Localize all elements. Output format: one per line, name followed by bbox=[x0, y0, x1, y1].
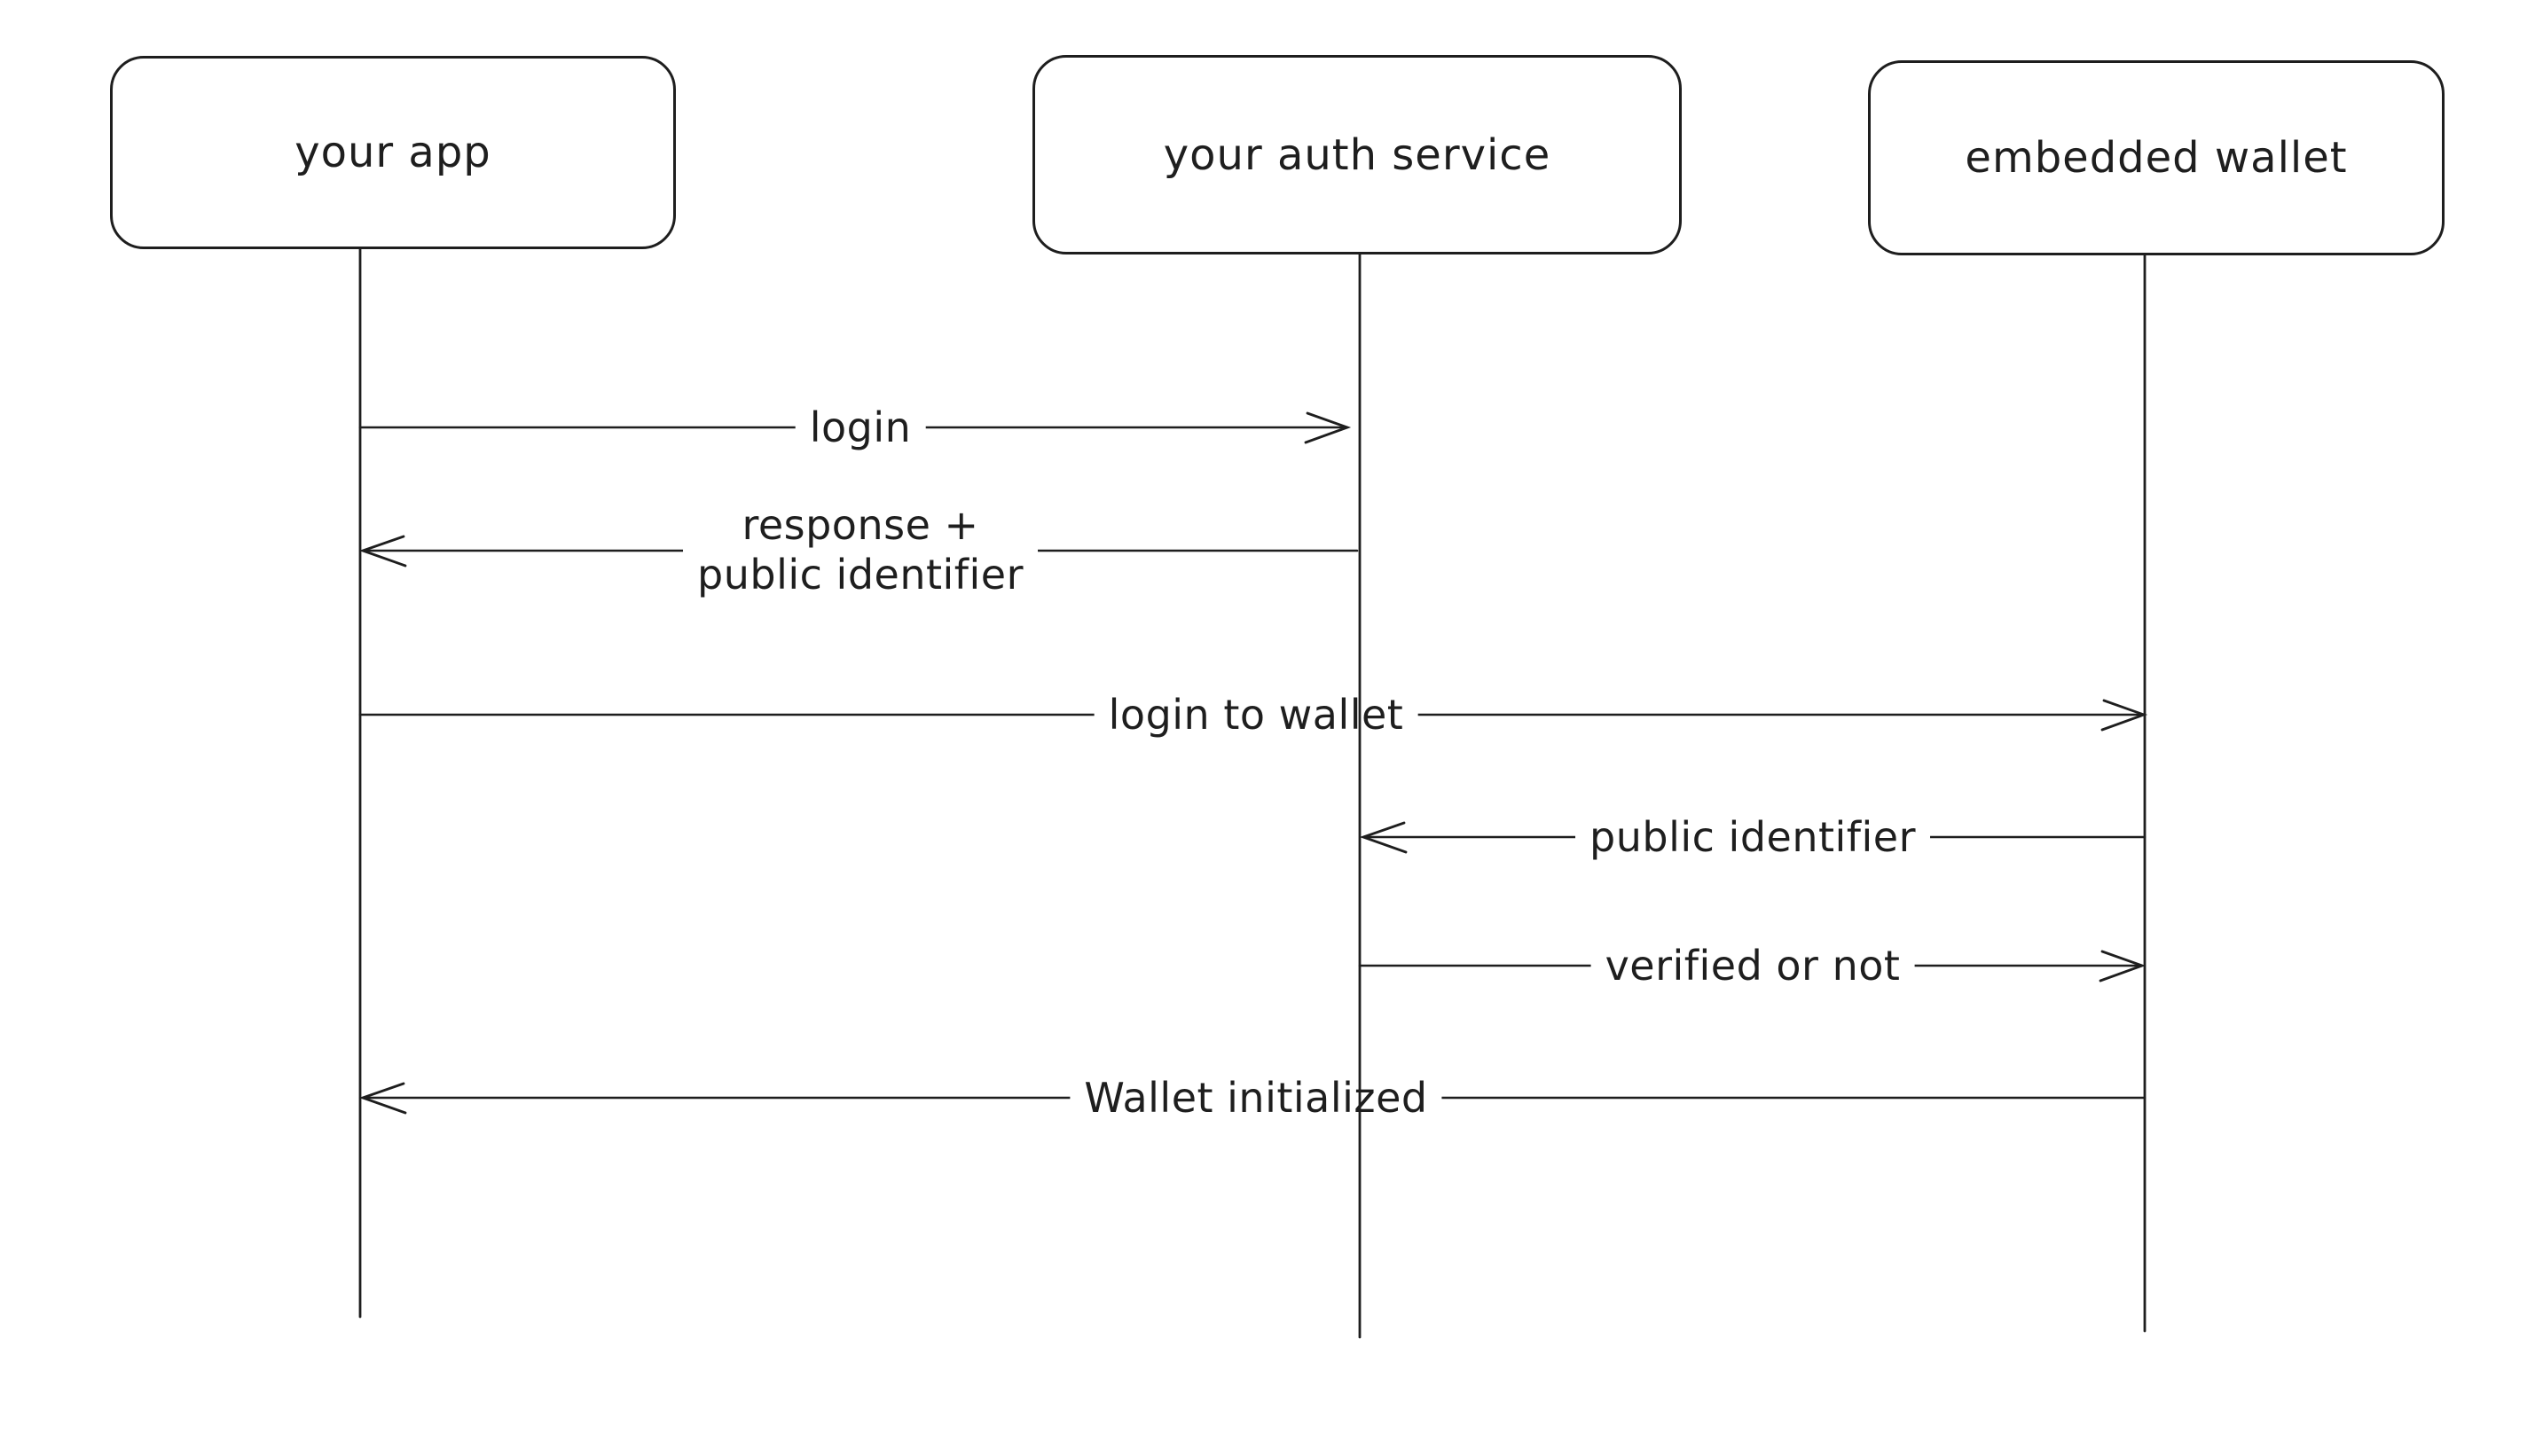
message-label-response: response + public identifier bbox=[683, 498, 1038, 601]
actor-box-embedded-wallet: embedded wallet bbox=[1868, 60, 2445, 255]
message-label-public-identifier: public identifier bbox=[1575, 810, 1930, 864]
message-label-response-line2: public identifier bbox=[697, 551, 1024, 599]
message-label-login-to-wallet: login to wallet bbox=[1094, 688, 1418, 741]
arrowhead-response bbox=[358, 535, 407, 568]
arrowhead-login bbox=[1304, 411, 1352, 444]
arrowhead-verified-or-not bbox=[2099, 950, 2147, 982]
message-label-response-line1: response + bbox=[742, 501, 979, 549]
actor-box-your-auth-service: your auth service bbox=[1032, 55, 1682, 254]
actor-label-your-auth-service: your auth service bbox=[1163, 129, 1551, 180]
actor-label-your-app: your app bbox=[294, 128, 491, 177]
arrowhead-wallet-initialized bbox=[358, 1082, 407, 1115]
message-label-login: login bbox=[795, 401, 926, 454]
arrowhead-public-identifier bbox=[1359, 821, 1408, 854]
message-label-wallet-initialized: Wallet initialized bbox=[1070, 1071, 1442, 1124]
actor-box-your-app: your app bbox=[110, 56, 676, 249]
arrowhead-login-to-wallet bbox=[2100, 699, 2148, 732]
message-label-verified-or-not: verified or not bbox=[1590, 939, 1915, 992]
actor-label-embedded-wallet: embedded wallet bbox=[1965, 133, 2348, 183]
